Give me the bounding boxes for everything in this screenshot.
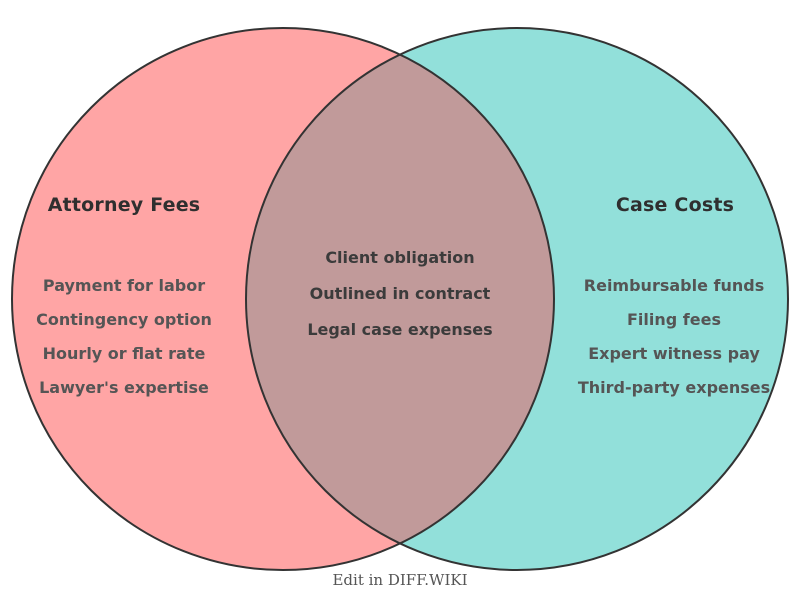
right-circle-title: Case Costs [615,194,735,216]
left-item: Contingency option [36,310,212,329]
left-circle-outline [11,27,555,571]
overlap-item: Legal case expenses [307,320,493,339]
left-item: Hourly or flat rate [42,344,206,363]
overlap-item: Client obligation [325,248,475,267]
right-circle-outline [245,27,789,571]
right-item: Reimbursable funds [583,276,765,295]
left-circle-title: Attorney Fees [47,194,201,216]
left-item: Lawyer's expertise [39,378,209,397]
left-item: Payment for labor [42,276,206,295]
overlap-item: Outlined in contract [309,284,491,303]
overlap-item-list: Client obligation Outlined in contract L… [270,240,530,348]
right-item: Filing fees [627,310,721,329]
right-item-list: Reimbursable funds Filing fees Expert wi… [544,269,800,405]
overlap-region [246,28,554,570]
left-item-list: Payment for labor Contingency option Hou… [0,269,254,405]
right-item: Expert witness pay [588,344,760,363]
right-item: Third-party expenses [577,378,771,397]
edit-in-diffwiki-link[interactable]: Edit in DIFF.WIKI [332,571,468,589]
